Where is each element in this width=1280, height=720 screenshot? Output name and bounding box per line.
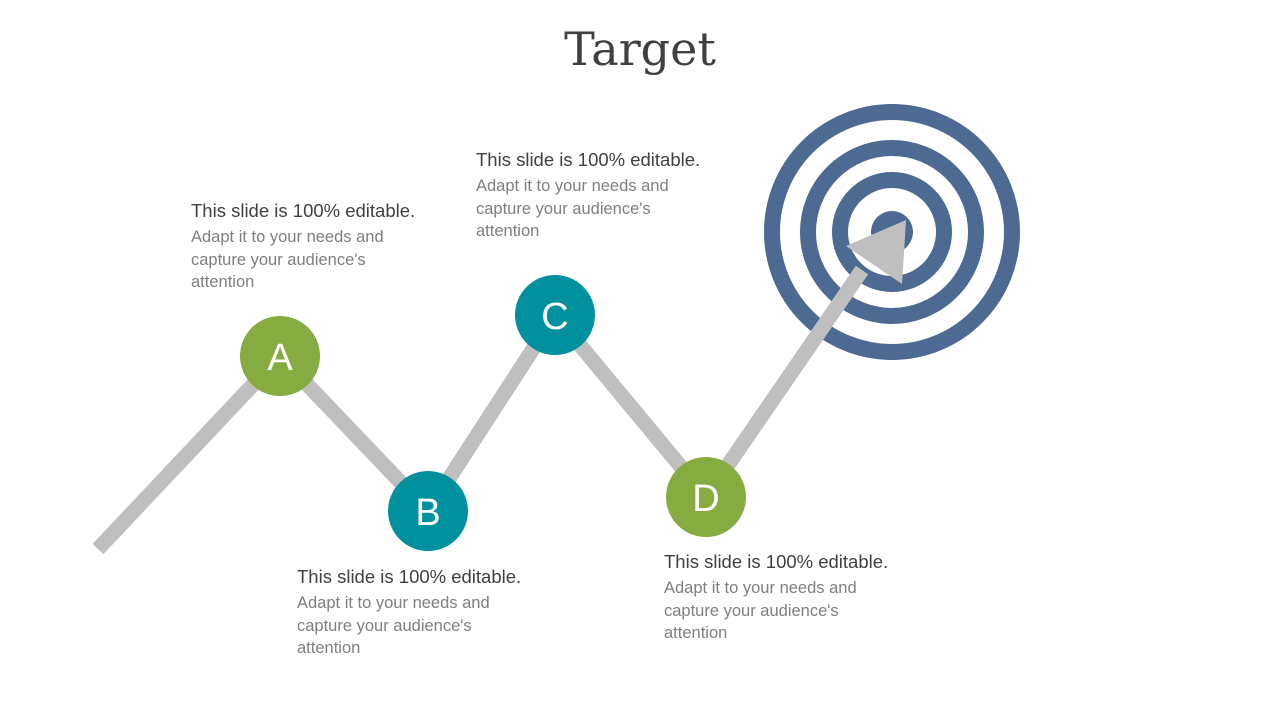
node-c-letter: C [541, 296, 568, 338]
node-d-circle [666, 457, 746, 537]
target-ring-middle [800, 140, 984, 324]
node-b-letter: B [415, 492, 440, 534]
node-b-circle [388, 471, 468, 551]
text-block-c: This slide is 100% editable. Adapt it to… [476, 149, 746, 243]
text-block-a-heading: This slide is 100% editable. [191, 200, 416, 221]
text-block-b: This slide is 100% editable. Adapt it to… [297, 566, 567, 660]
node-a: A [240, 316, 320, 396]
text-block-d-heading: This slide is 100% editable. [664, 551, 889, 572]
text-block-d-body: Adapt it to your needs and capture your … [664, 579, 857, 642]
text-block-a-body: Adapt it to your needs and capture your … [191, 228, 384, 291]
slide-title: Target [564, 22, 716, 76]
text-block-c-heading: This slide is 100% editable. [476, 149, 701, 170]
node-d-letter: D [692, 478, 719, 520]
node-b: B [388, 471, 468, 551]
node-d: D [666, 457, 746, 537]
node-c: C [515, 275, 595, 355]
target-ring-outer [764, 104, 1020, 360]
target-icon [764, 104, 1020, 360]
text-block-d: This slide is 100% editable. Adapt it to… [664, 551, 934, 645]
arrow-head-icon [846, 220, 906, 284]
target-ring-inner [832, 172, 952, 292]
text-block-a: This slide is 100% editable. Adapt it to… [191, 200, 461, 294]
text-block-b-heading: This slide is 100% editable. [297, 566, 522, 587]
node-c-circle [515, 275, 595, 355]
node-a-letter: A [267, 337, 293, 379]
text-block-c-body: Adapt it to your needs and capture your … [476, 177, 669, 240]
zigzag-path [92, 265, 869, 555]
node-a-circle [240, 316, 320, 396]
text-block-b-body: Adapt it to your needs and capture your … [297, 594, 490, 657]
